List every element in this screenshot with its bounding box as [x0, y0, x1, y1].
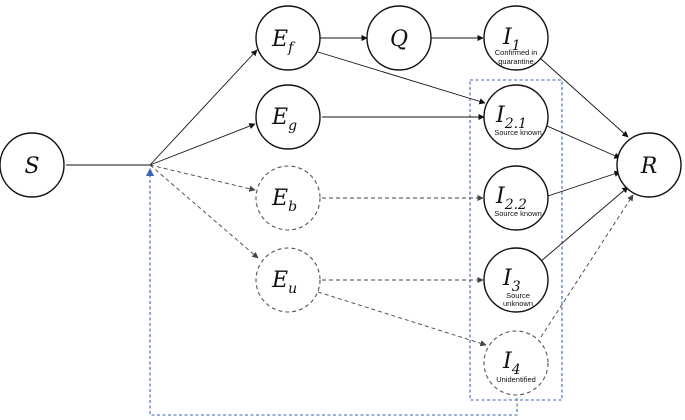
node-i22-note: Source known	[494, 209, 542, 218]
node-i3-note-line1: Source	[506, 291, 530, 300]
node-s: S	[0, 132, 65, 198]
node-i1-sub: 1	[512, 38, 521, 54]
edge-ef-i21	[317, 51, 486, 105]
node-i1-main: I	[502, 25, 513, 50]
node-i1-note-line2: quarantine	[498, 57, 533, 66]
node-s-circle	[0, 132, 65, 198]
node-i1: I1 Confirmed in quarantine	[483, 5, 549, 71]
edge-i4-r	[540, 194, 634, 338]
node-i3-note-line2: unknown	[503, 299, 533, 308]
node-i4-main: I	[502, 349, 513, 374]
feedback-loop-edge	[149, 172, 518, 416]
node-eg-sub: g	[288, 118, 297, 134]
edge-i1-r	[539, 57, 629, 138]
edge-branch-eg	[149, 123, 256, 166]
node-i21-circle	[483, 84, 549, 150]
node-i4-sub: 4	[511, 362, 521, 378]
edge-branch-eu	[149, 164, 259, 259]
node-eb: Eb	[255, 165, 321, 231]
edge-branch-ef	[149, 49, 258, 166]
node-r: R	[616, 132, 682, 198]
node-eu: Eu	[255, 247, 321, 313]
node-eg-circle	[255, 84, 321, 150]
node-i3-main: I	[502, 266, 513, 291]
node-eb-circle	[255, 165, 321, 231]
node-i21-label: I2.1	[495, 103, 527, 132]
node-i22-label: I2.2	[495, 184, 527, 213]
node-i4-note: Unidentified	[496, 375, 536, 384]
node-i3-label: I3	[502, 266, 521, 295]
node-eg: Eg	[255, 84, 321, 150]
edge-i22-r	[547, 170, 621, 197]
node-eb-main: E	[271, 186, 288, 211]
node-i22-circle	[483, 165, 549, 231]
node-ef-circle	[255, 5, 321, 71]
node-i21: I2.1 Source known	[483, 84, 549, 150]
node-i1-circle	[483, 5, 549, 71]
node-r-circle	[616, 132, 682, 198]
node-i1-label: I1	[502, 25, 521, 54]
node-i4-label: I4	[502, 349, 521, 378]
edge-eu-i4	[317, 291, 487, 347]
node-r-label: R	[640, 154, 658, 179]
node-eu-label: Eu	[271, 268, 297, 297]
infected-group-box	[469, 79, 563, 401]
node-eu-sub: u	[288, 281, 297, 297]
node-i3-circle	[483, 247, 549, 313]
node-eu-circle	[255, 247, 321, 313]
node-eg-label: Eg	[271, 105, 297, 134]
node-i3-sub: 3	[512, 279, 521, 295]
node-eb-label: Eb	[271, 186, 297, 215]
node-i21-note: Source known	[494, 128, 542, 137]
node-q-circle	[366, 5, 432, 71]
node-i22-main: I	[495, 184, 506, 209]
node-ef: Ef	[255, 5, 321, 71]
node-ef-main: E	[271, 27, 288, 52]
node-eu-main: E	[271, 268, 288, 293]
node-q-label: Q	[390, 27, 408, 52]
node-i4-circle	[483, 330, 549, 396]
node-q: Q	[366, 5, 432, 71]
node-ef-label: Ef	[271, 27, 296, 56]
feedback-arrow-head	[146, 168, 154, 176]
node-eg-main: E	[271, 105, 288, 130]
node-ef-sub: f	[287, 40, 296, 56]
node-eb-sub: b	[288, 199, 297, 215]
node-i22: I2.2 Source known	[483, 165, 549, 231]
edge-branch-eb	[149, 164, 256, 192]
node-i21-main: I	[495, 103, 506, 128]
node-s-label: S	[24, 154, 39, 179]
node-i22-sub: 2.2	[504, 197, 527, 213]
edge-i21-r	[546, 125, 621, 159]
edge-i3-r	[539, 186, 629, 263]
node-i21-sub: 2.1	[504, 116, 527, 132]
node-i3: I3 Source unknown	[483, 247, 549, 313]
node-i1-note-line1: Confirmed in	[495, 48, 538, 57]
node-i4: I4 Unidentified	[483, 330, 549, 396]
